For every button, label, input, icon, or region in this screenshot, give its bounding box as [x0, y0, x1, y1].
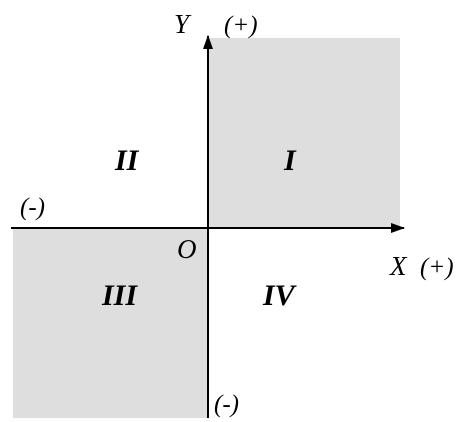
x-axis-label: X — [389, 251, 408, 281]
quadrant-iv-label: IV — [262, 279, 298, 312]
quadrant-iii-shading — [13, 228, 208, 418]
x-axis-positive-label: (+) — [420, 254, 454, 281]
quadrant-i-shading — [208, 38, 400, 228]
y-axis-negative-label: (-) — [214, 391, 239, 418]
quadrant-ii-label: II — [114, 144, 140, 177]
quadrant-iii-label: III — [101, 279, 138, 312]
origin-label: O — [177, 234, 197, 264]
x-axis-negative-label: (-) — [20, 194, 45, 221]
quadrant-i-label: I — [283, 144, 297, 177]
y-axis-positive-label: (+) — [224, 12, 258, 39]
y-axis-label: Y — [174, 9, 192, 39]
